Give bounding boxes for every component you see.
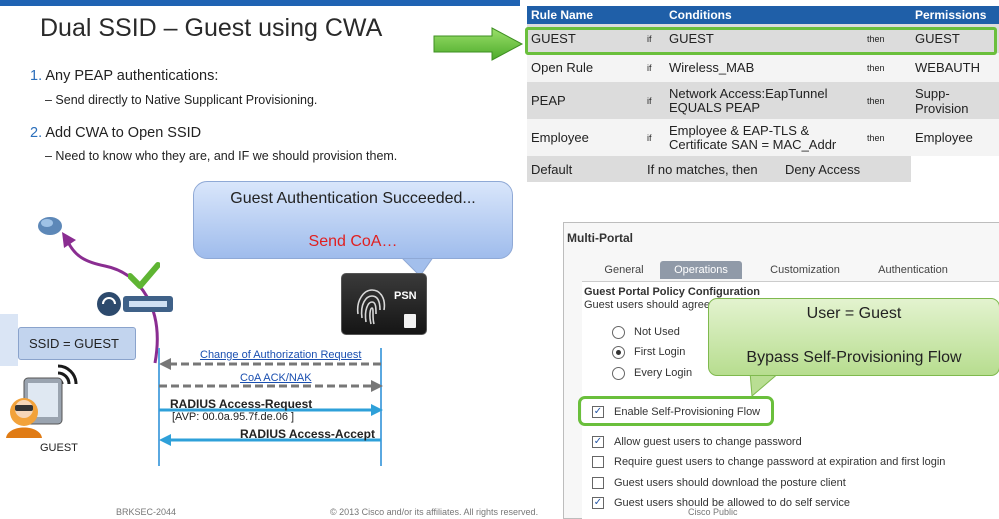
user-guest-callout: User = Guest Bypass Self-Provisioning Fl… <box>708 298 999 376</box>
avp-label: [AVP: 00.0a.95.7f.de.06 ] <box>172 411 295 423</box>
tab-authentication[interactable]: Authentication <box>878 264 948 276</box>
checkbox-download-posture[interactable] <box>592 477 604 489</box>
checkbox-label: Enable Self-Provisioning Flow <box>614 406 761 418</box>
section-title: Guest Portal Policy Configuration <box>584 286 761 298</box>
header-spacer <box>863 6 911 24</box>
document-icon <box>404 314 416 328</box>
radio-label: Every Login <box>634 367 693 379</box>
radius-flow-diagram <box>158 348 383 466</box>
rule-permission: WEBAUTH <box>911 53 999 82</box>
radio-every-login[interactable] <box>612 367 625 380</box>
header-conditions: Conditions <box>665 6 863 24</box>
checkbox-require-change-password[interactable] <box>592 456 604 468</box>
green-callout-text: Bypass Self-Provisioning Flow <box>746 349 962 366</box>
authorization-rule-table: Rule Name Conditions Permissions GUEST i… <box>527 6 999 182</box>
ssid-box: SSID = GUEST <box>18 327 136 360</box>
callout-action: Send CoA… <box>308 233 398 250</box>
rule-condition: Employee & EAP-TLS & Certificate SAN = M… <box>665 119 863 156</box>
if-label: if <box>643 119 665 156</box>
psn-label: PSN <box>394 290 417 302</box>
checkbox-allow-change-password[interactable]: ✓ <box>592 436 604 448</box>
checkbox-label: Allow guest users to change password <box>614 436 802 448</box>
checkbox-label: Require guest users to change password a… <box>614 456 946 468</box>
header-spacer <box>643 6 665 24</box>
rule-name: Default <box>527 156 643 182</box>
tab-operations[interactable]: Operations <box>660 261 742 279</box>
fingerprint-icon <box>356 289 386 325</box>
tab-general[interactable]: General <box>604 264 644 276</box>
access-request-label: RADIUS Access-Request <box>170 397 313 411</box>
radio-not-used[interactable] <box>612 326 625 339</box>
bullet-1-text: Any PEAP authentications: <box>45 68 219 84</box>
table-row[interactable]: PEAP if Network Access:EapTunnel EQUALS … <box>527 82 999 119</box>
checkbox-label: Guest users should download the posture … <box>614 477 846 489</box>
radio-label: Not Used <box>634 326 680 338</box>
rule-condition: Wireless_MAB <box>665 53 863 82</box>
footer-classification: Cisco Public <box>688 507 738 517</box>
table-row[interactable]: Open Rule if Wireless_MAB then WEBAUTH <box>527 53 999 82</box>
then-label: then <box>863 53 911 82</box>
bullet-2-sub: – Need to know who they are, and IF we s… <box>45 149 398 163</box>
table-row[interactable]: Employee if Employee & EAP-TLS & Certifi… <box>527 119 999 156</box>
page-title: Dual SSID – Guest using CWA <box>40 14 383 42</box>
rule-permission: Supp-Provision <box>911 82 999 119</box>
rule-name: Open Rule <box>527 53 643 82</box>
footer-session-code: BRKSEC-2044 <box>116 507 177 517</box>
access-accept-label: RADIUS Access-Accept <box>240 427 375 441</box>
guest-label: GUEST <box>40 442 78 454</box>
bullet-2-text: Add CWA to Open SSID <box>45 125 202 141</box>
rule-name: Employee <box>527 119 643 156</box>
then-label: then <box>863 82 911 119</box>
portal-title: Multi-Portal <box>567 231 633 245</box>
bullet-1-number: 1. <box>30 68 43 84</box>
table-row-default[interactable]: Default If no matches, then Deny Access <box>527 156 999 182</box>
bullet-2: 2. Add CWA to Open SSID <box>30 125 201 141</box>
title-accent-bar <box>0 0 520 6</box>
green-arrow-icon <box>433 27 524 61</box>
rule-permission: Employee <box>911 119 999 156</box>
checkbox-label: Guest users should be allowed to do self… <box>614 497 851 509</box>
if-label: if <box>643 82 665 119</box>
ssid-label: SSID = GUEST <box>29 336 119 351</box>
radio-first-login[interactable] <box>612 346 625 359</box>
bullet-1: 1. Any PEAP authentications: <box>30 68 218 84</box>
self-provisioning-highlight <box>578 396 774 426</box>
checkbox-self-service[interactable]: ✓ <box>592 497 604 509</box>
callout-title: Guest Authentication Succeeded... <box>230 190 476 207</box>
tab-customization[interactable]: Customization <box>770 264 840 276</box>
header-rule-name: Rule Name <box>527 6 643 24</box>
checkmark-icon <box>128 262 160 289</box>
bullet-2-number: 2. <box>30 125 43 141</box>
bullet-1-sub: – Send directly to Native Supplicant Pro… <box>45 93 318 107</box>
portal-tab-bar: General Operations Customization Authent… <box>574 261 994 281</box>
if-label: if <box>643 24 665 53</box>
checkbox-enable-self-provisioning[interactable]: ✓ <box>592 406 604 418</box>
ssid-box-extension <box>0 314 18 366</box>
green-callout-title: User = Guest <box>806 305 902 322</box>
guest-user-icon <box>6 377 63 438</box>
table-header-row: Rule Name Conditions Permissions <box>527 6 999 24</box>
coa-callout: Guest Authentication Succeeded... Send C… <box>193 181 513 259</box>
coa-ack-label: CoA ACK/NAK <box>240 372 312 384</box>
callout-tail <box>399 256 435 277</box>
access-point-icon <box>97 292 173 316</box>
then-label: then <box>863 119 911 156</box>
guest-row-highlight <box>525 27 997 55</box>
header-permissions: Permissions <box>911 6 999 24</box>
rule-name: PEAP <box>527 82 643 119</box>
footer-copyright: © 2013 Cisco and/or its affiliates. All … <box>330 507 539 517</box>
purple-redirect-arrow <box>62 232 159 364</box>
cloud-globe-icon <box>38 217 62 235</box>
default-condition: If no matches, then <box>643 156 911 182</box>
section-subtitle: Guest users should agree <box>584 299 710 311</box>
radio-label: First Login <box>634 346 686 358</box>
green-callout-tail <box>749 372 781 398</box>
default-permission: Deny Access <box>781 156 869 182</box>
if-label: if <box>643 53 665 82</box>
rule-condition: Network Access:EapTunnel EQUALS PEAP <box>665 82 863 119</box>
coa-request-label: Change of Authorization Request <box>200 349 362 361</box>
psn-server: PSN <box>341 273 427 335</box>
